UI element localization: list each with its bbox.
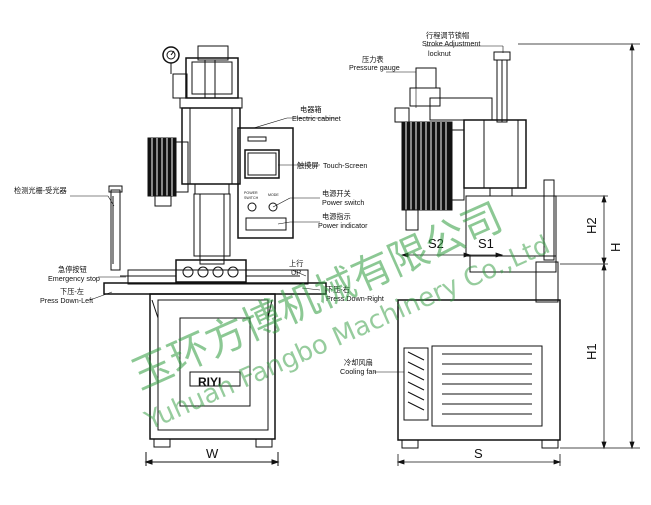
body-side bbox=[463, 119, 559, 303]
label-cooling-fan-cn: 冷却风扇 bbox=[344, 358, 373, 367]
front-leaders bbox=[70, 117, 335, 301]
label-power-indicator-cn: 电源指示 bbox=[322, 212, 351, 221]
label-electric-cabinet-en: Electric cabinet bbox=[292, 114, 341, 123]
dim-h2: H2 bbox=[584, 217, 599, 234]
electric-cabinet bbox=[237, 127, 294, 239]
label-stroke-adjust-en: Stroke Adjustment bbox=[422, 39, 480, 48]
panel-text-mode: MODE bbox=[268, 193, 279, 197]
watermark: 玉环方博机械有限公司 Yuhuan Fangbo Machinery Co.,L… bbox=[125, 194, 554, 436]
dim-w: W bbox=[206, 446, 219, 461]
label-emergency-stop-en: Emergency stop bbox=[48, 274, 100, 283]
label-power-indicator-en: Power indicator bbox=[318, 221, 368, 230]
motor-front bbox=[147, 137, 189, 207]
stroke-adjust-rod bbox=[493, 51, 511, 123]
motor-side bbox=[401, 121, 465, 231]
valve-side bbox=[394, 67, 493, 123]
side-dimensions bbox=[396, 42, 640, 466]
dim-h: H bbox=[608, 243, 623, 252]
side-leaders bbox=[374, 45, 504, 373]
label-emergency-stop-cn: 急停按钮 bbox=[58, 265, 87, 274]
panel-text-power: POWER bbox=[244, 191, 258, 195]
label-up-en: UP bbox=[291, 268, 301, 277]
light-curtain-left bbox=[108, 185, 123, 271]
label-touch-screen-en: Touch-Screen bbox=[323, 161, 367, 170]
front-view bbox=[70, 45, 335, 466]
label-press-down-right-en: Press Down-Right bbox=[326, 294, 384, 303]
valve-assembly bbox=[172, 45, 243, 109]
label-pressure-gauge-en: Pressure gauge bbox=[349, 63, 400, 72]
cylinder-column bbox=[181, 107, 241, 265]
text-labels: 电器箱 Electric cabinet 触摸屏 Touch-Screen 电源… bbox=[14, 31, 623, 461]
label-power-switch-en: Power switch bbox=[322, 198, 364, 207]
label-cooling-fan-en: Cooling fan bbox=[340, 367, 376, 376]
dim-s1: S1 bbox=[478, 236, 494, 251]
base-cabinet-side bbox=[397, 299, 561, 449]
label-power-switch-cn: 电源开关 bbox=[322, 189, 351, 198]
pressure-gauge-front bbox=[162, 46, 180, 74]
brand-plate: RIYI bbox=[198, 375, 221, 389]
dim-h1: H1 bbox=[584, 343, 599, 360]
side-view bbox=[374, 42, 640, 466]
label-touch-screen-cn: 触摸屏 bbox=[297, 161, 319, 170]
label-up-cn: 上行 bbox=[289, 259, 303, 268]
label-press-down-right-cn: 下压-右 bbox=[326, 285, 350, 294]
panel-text-switch: SWITCH bbox=[244, 196, 259, 200]
w-dimension bbox=[144, 452, 280, 466]
label-pressure-gauge-cn: 压力表 bbox=[362, 55, 384, 64]
base-cabinet-front bbox=[149, 293, 276, 448]
label-light-curtain-cn: 检测光栅-受光器 bbox=[14, 186, 67, 195]
label-press-down-left-cn: 下压-左 bbox=[60, 287, 84, 296]
label-locknut: locknut bbox=[428, 49, 451, 58]
label-press-down-left-en: Press Down-Left bbox=[40, 296, 93, 305]
dim-s: S bbox=[474, 446, 483, 461]
label-electric-cabinet-cn: 电器箱 bbox=[300, 105, 322, 114]
dim-s2: S2 bbox=[428, 236, 444, 251]
label-stroke-adjust-cn: 行程调节锁帽 bbox=[426, 31, 469, 40]
